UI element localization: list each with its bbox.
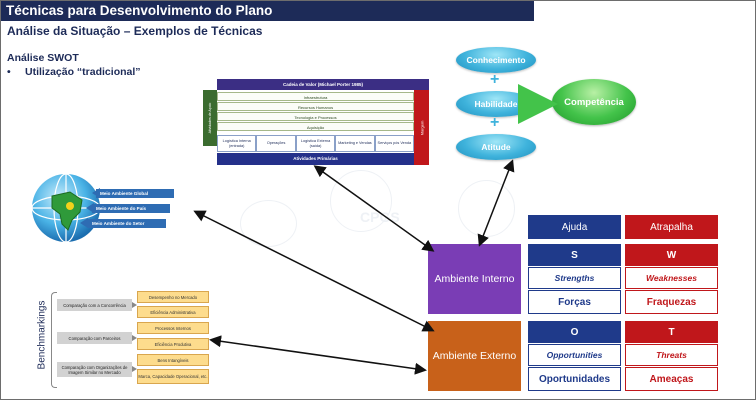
bullet-mark: • xyxy=(7,66,11,78)
swot-fraquezas: Fraquezas xyxy=(625,290,718,314)
primary-activity: Logística Externa (saída) xyxy=(295,135,336,152)
comparison-box: Comparação com a Concorrência xyxy=(57,299,132,311)
criterion-box: Bens Intangíveis xyxy=(137,354,209,366)
page-title: Técnicas para Desenvolvimento do Plano xyxy=(1,1,534,21)
swot-t-letter: T xyxy=(625,321,718,343)
ambiente-interno-box: Ambiente Interno xyxy=(428,244,521,314)
comparison-box: Comparação com Parceiros xyxy=(57,332,132,344)
swot-oportunidades: Oportunidades xyxy=(528,367,621,391)
swot-o-letter: O xyxy=(528,321,621,343)
support-activity: Tecnologia e Processos xyxy=(217,112,414,121)
support-activity: Aquisição xyxy=(217,122,414,131)
benchmarkings-brace xyxy=(51,292,57,388)
criterion-box: Eficiência Produtiva xyxy=(137,338,209,350)
swot-heading: Análise SWOT xyxy=(7,52,79,64)
swot-threats: Threats xyxy=(625,344,718,366)
swot-bullet: • Utilização “tradicional” xyxy=(7,66,141,78)
support-activity: Recursos Humanos xyxy=(217,102,414,111)
primary-activity: Logística Interna (entrada) xyxy=(217,135,257,152)
meio-ambiente-setor-label: Meio Ambiente do Setor xyxy=(88,219,166,228)
page-subtitle: Análise da Situação – Exemplos de Técnic… xyxy=(7,24,263,38)
margin-band: Margem xyxy=(414,90,429,165)
swot-opportunities: Opportunities xyxy=(528,344,621,366)
criterion-box: Marca, Capacidade Operacional, etc. xyxy=(137,369,209,384)
plus-sign: + xyxy=(490,114,500,131)
value-chain-diagram: Cadeia de Valor (Michael Porter 1985) At… xyxy=(203,79,429,166)
swot-ameacas: Ameaças xyxy=(625,367,718,391)
value-chain-title: Cadeia de Valor (Michael Porter 1985) xyxy=(217,79,429,90)
primary-activity: Operações xyxy=(256,135,296,152)
plus-sign: + xyxy=(490,71,500,88)
benchmark-connectors xyxy=(132,302,137,372)
atitude-bubble: Atitude xyxy=(456,134,536,160)
competencia-bubble: Competência xyxy=(552,79,636,125)
ambiente-externo-box: Ambiente Externo xyxy=(428,321,521,391)
meio-ambiente-pais-label: Meio Ambiente do País xyxy=(92,204,170,213)
primary-activity: Marketing e Vendas xyxy=(335,135,375,152)
swot-weaknesses: Weaknesses xyxy=(625,267,718,289)
globe-icon xyxy=(31,173,101,243)
primary-activities-label: Atividades Primárias xyxy=(217,153,414,165)
support-activities-band: Atividades de Apoio xyxy=(203,90,217,146)
comparison-box: Comparação com Organizações de Imagem Si… xyxy=(57,362,132,377)
primary-activities-row: Logística Interna (entrada) Operações Lo… xyxy=(217,135,415,152)
swot-header-atrapalha: Atrapalha xyxy=(625,215,718,239)
meio-ambiente-global-label: Meio Ambiente Global xyxy=(96,189,174,198)
bullet-text: Utilização “tradicional” xyxy=(25,66,141,78)
criterion-box: Desempenho no Mercado xyxy=(137,291,209,303)
swot-w-letter: W xyxy=(625,244,718,266)
globe-graphic xyxy=(30,172,102,244)
swot-s-letter: S xyxy=(528,244,621,266)
conhecimento-bubble: Conhecimento xyxy=(456,47,536,73)
swot-strengths: Strengths xyxy=(528,267,621,289)
swot-forcas: Forças xyxy=(528,290,621,314)
support-activity: Infraestrutura xyxy=(217,92,414,101)
primary-activity: Serviços pós Venda xyxy=(374,135,415,152)
swot-header-ajuda: Ajuda xyxy=(528,215,621,239)
